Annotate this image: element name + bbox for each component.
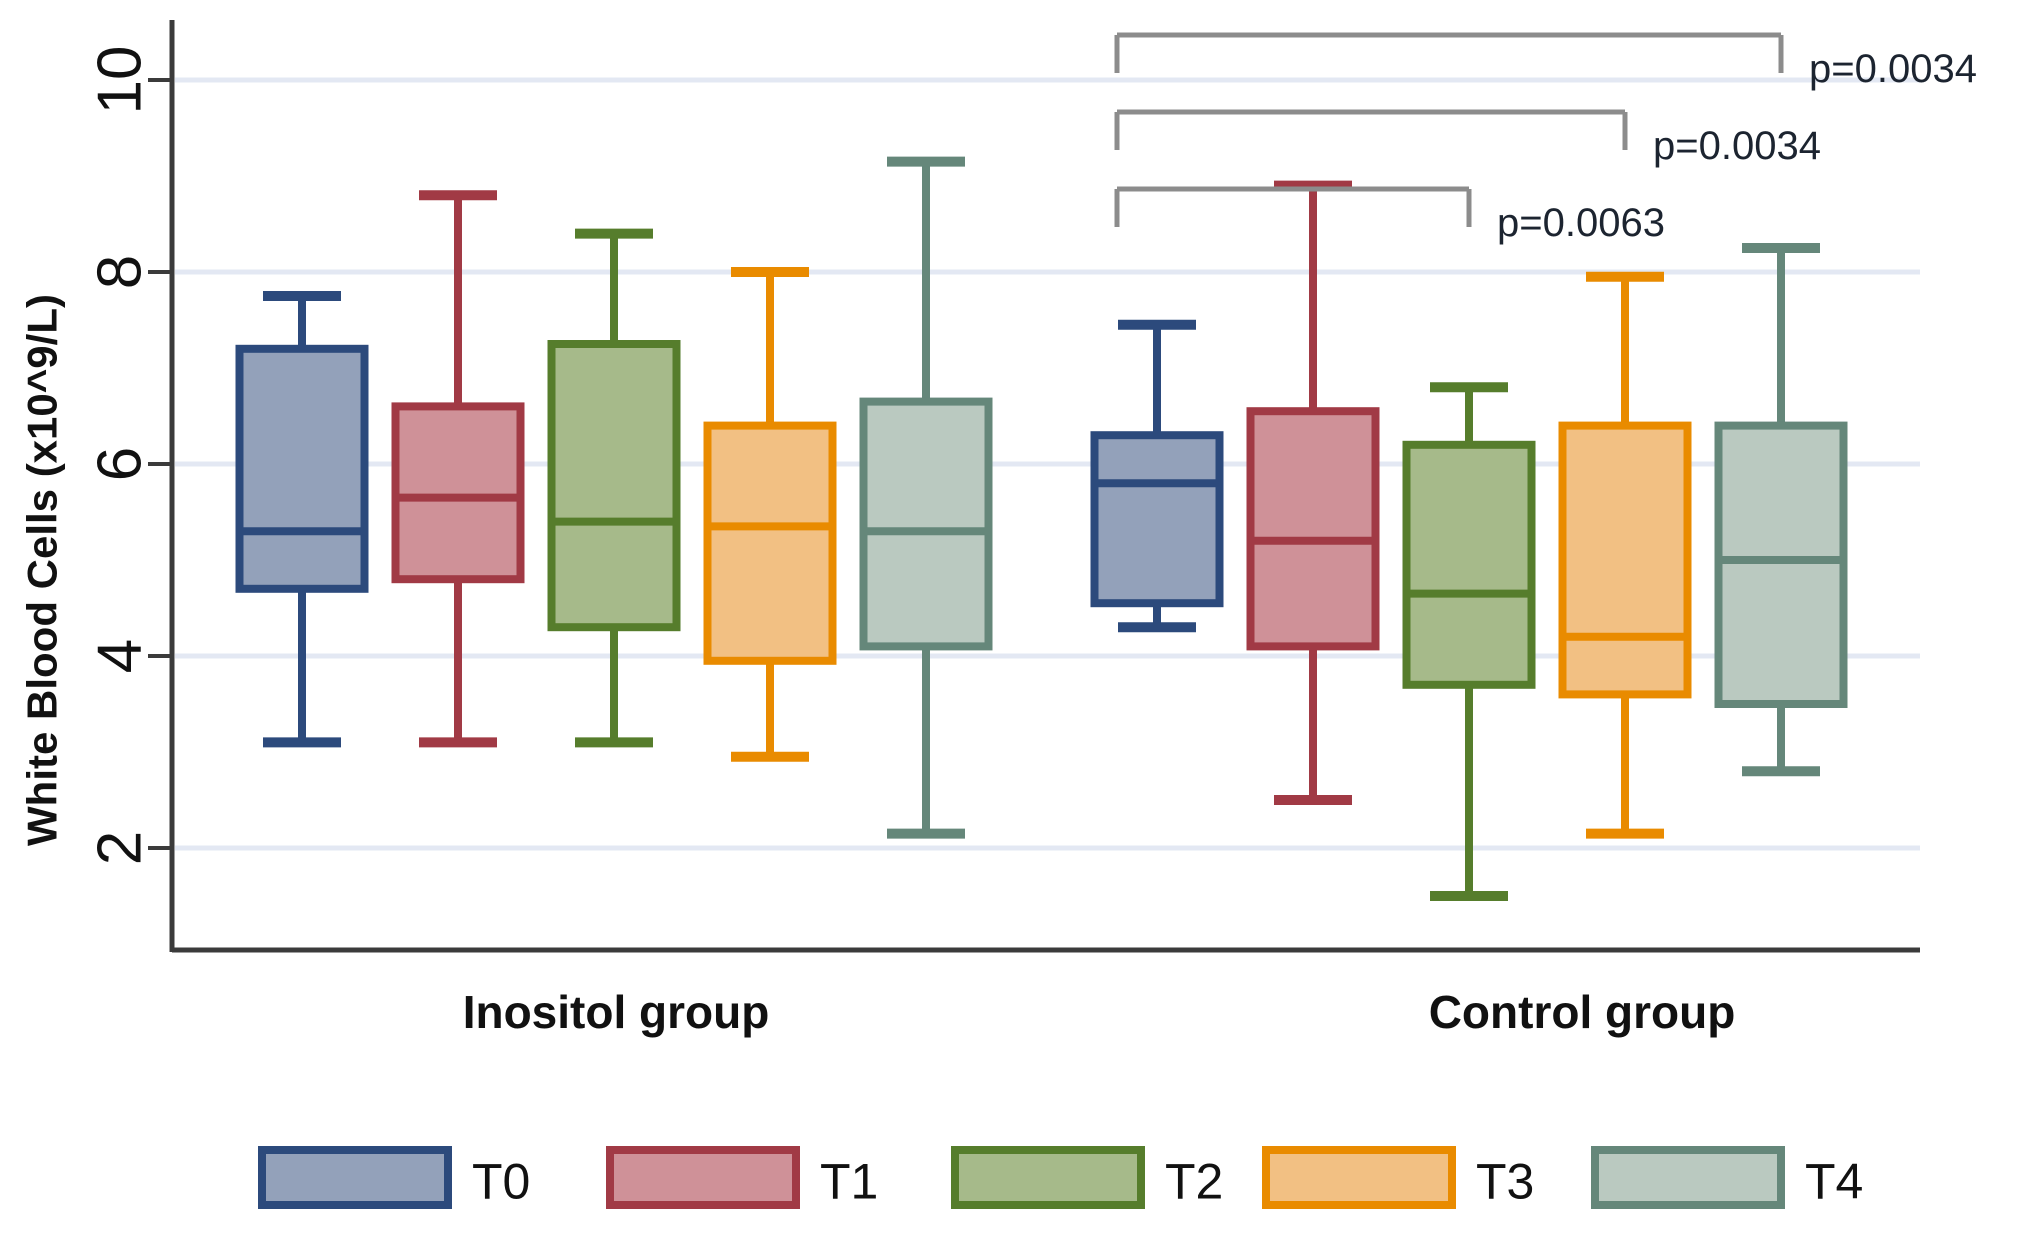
group-label-control: Control group — [1429, 986, 1736, 1038]
box-control-T3 — [1558, 271, 1692, 839]
iqr-box-control-T0 — [1090, 431, 1224, 608]
y-tick-label-10: 10 — [86, 46, 155, 115]
legend-item-T0: T0 — [258, 1146, 530, 1210]
box-control-T1 — [1246, 180, 1380, 805]
iqr-box-control-T3 — [1558, 421, 1692, 699]
box-inositol-T1 — [391, 190, 525, 748]
group-label-inositol: Inositol group — [463, 986, 770, 1038]
y-tick-label-6: 6 — [86, 447, 155, 481]
box-control-T0 — [1090, 319, 1224, 633]
box-control-T4 — [1714, 243, 1848, 777]
iqr-box-control-T1 — [1246, 407, 1380, 651]
box-inositol-T4 — [859, 156, 993, 839]
iqr-box-inositol-T1 — [391, 402, 525, 584]
legend-label-T4: T4 — [1805, 1154, 1863, 1210]
iqr-box-inositol-T2 — [547, 340, 681, 632]
box-control-T2 — [1402, 382, 1536, 901]
legend-swatch-T0 — [258, 1146, 452, 1209]
y-tick-label-8: 8 — [86, 255, 155, 289]
legend-swatch-T3 — [1262, 1146, 1456, 1209]
legend-label-T1: T1 — [820, 1154, 878, 1210]
box-inositol-T3 — [703, 267, 837, 762]
legend-item-T2: T2 — [951, 1146, 1223, 1210]
iqr-box-inositol-T4 — [859, 397, 993, 651]
sig-bracket-T0-T2: p=0.0063 — [1114, 186, 1665, 245]
legend-swatch-T2 — [951, 1146, 1145, 1209]
legend-label-T0: T0 — [472, 1154, 530, 1210]
p-value-label: p=0.0034 — [1653, 124, 1821, 168]
iqr-box-inositol-T3 — [703, 421, 837, 665]
sig-bracket-T0-T3: p=0.0034 — [1114, 109, 1821, 168]
iqr-box-control-T2 — [1402, 440, 1536, 689]
legend-item-T4: T4 — [1591, 1146, 1863, 1210]
sig-bracket-T0-T4: p=0.0034 — [1114, 32, 1977, 91]
legend-label-T2: T2 — [1165, 1154, 1223, 1210]
legend-swatch-T4 — [1591, 1146, 1785, 1209]
box-inositol-T0 — [235, 291, 369, 748]
p-value-label: p=0.0034 — [1809, 47, 1977, 91]
y-tick-label-2: 2 — [86, 831, 155, 865]
legend-item-T3: T3 — [1262, 1146, 1534, 1210]
y-axis-title: White Blood Cells (x10^9/L) — [19, 294, 66, 846]
p-value-label: p=0.0063 — [1497, 201, 1665, 245]
legend-item-T1: T1 — [606, 1146, 878, 1210]
iqr-box-control-T4 — [1714, 421, 1848, 708]
iqr-box-inositol-T0 — [235, 344, 369, 593]
legend-swatch-T1 — [606, 1146, 800, 1209]
y-tick-label-4: 4 — [86, 639, 155, 673]
box-inositol-T2 — [547, 228, 681, 748]
legend-label-T3: T3 — [1476, 1154, 1534, 1210]
